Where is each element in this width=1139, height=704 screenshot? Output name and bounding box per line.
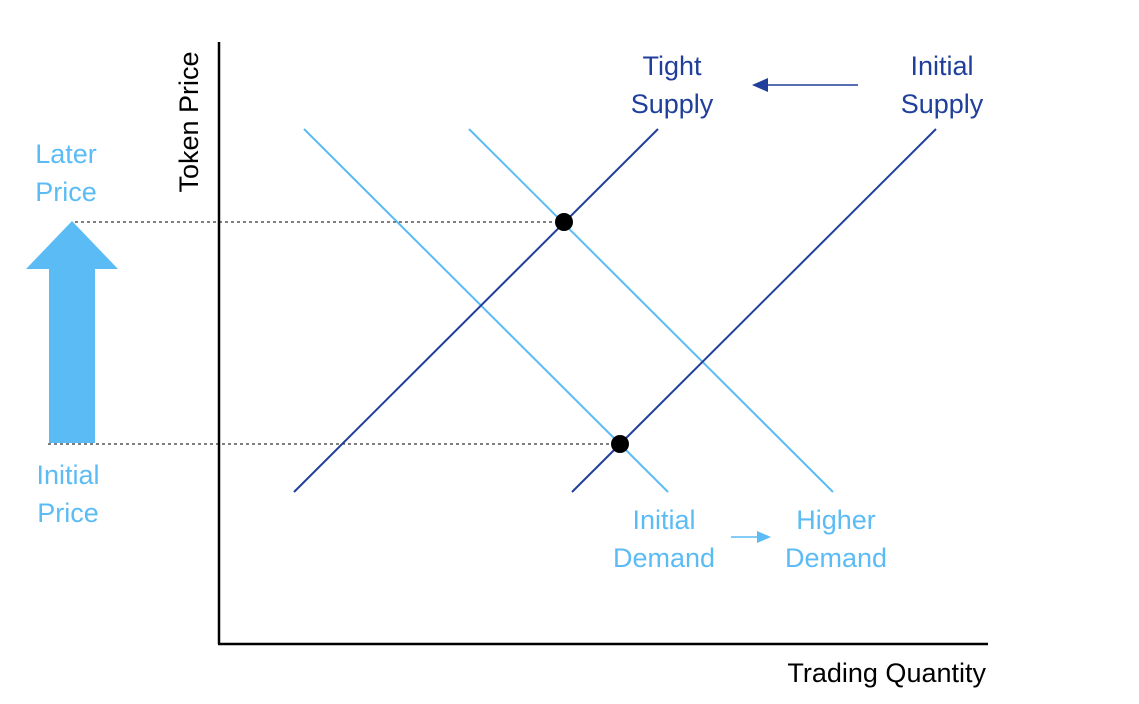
higher-demand-label-line2: Demand	[785, 543, 887, 573]
higher-demand-label-line1: Higher	[796, 505, 876, 535]
right-arrow-icon	[731, 531, 771, 543]
initial-supply-curve	[571, 128, 937, 493]
initial-supply-label-line1: Initial	[910, 51, 973, 81]
later-price-label-line1: Later	[35, 139, 97, 169]
x-axis-label: Trading Quantity	[787, 658, 986, 688]
initial-price-label-line2: Price	[37, 498, 99, 528]
y-axis-label: Token Price	[174, 51, 204, 192]
left-arrow-icon	[752, 78, 858, 92]
big-up-arrow-icon	[26, 221, 118, 443]
higher-demand-curve	[468, 128, 834, 493]
initial-demand-label-line1: Initial	[632, 505, 695, 535]
initial-demand-label-line2: Demand	[613, 543, 715, 573]
initial-supply-label-line2: Supply	[901, 89, 984, 119]
tight-supply-label-line1: Tight	[642, 51, 702, 81]
initial-price-label-line1: Initial	[36, 460, 99, 490]
tight-supply-label-line2: Supply	[631, 89, 714, 119]
later-price-label-line2: Price	[35, 177, 97, 207]
tight-supply-curve	[293, 128, 659, 493]
initial-demand-curve	[303, 128, 669, 493]
initial-equilibrium-point	[611, 435, 629, 453]
later-equilibrium-point	[555, 213, 573, 231]
